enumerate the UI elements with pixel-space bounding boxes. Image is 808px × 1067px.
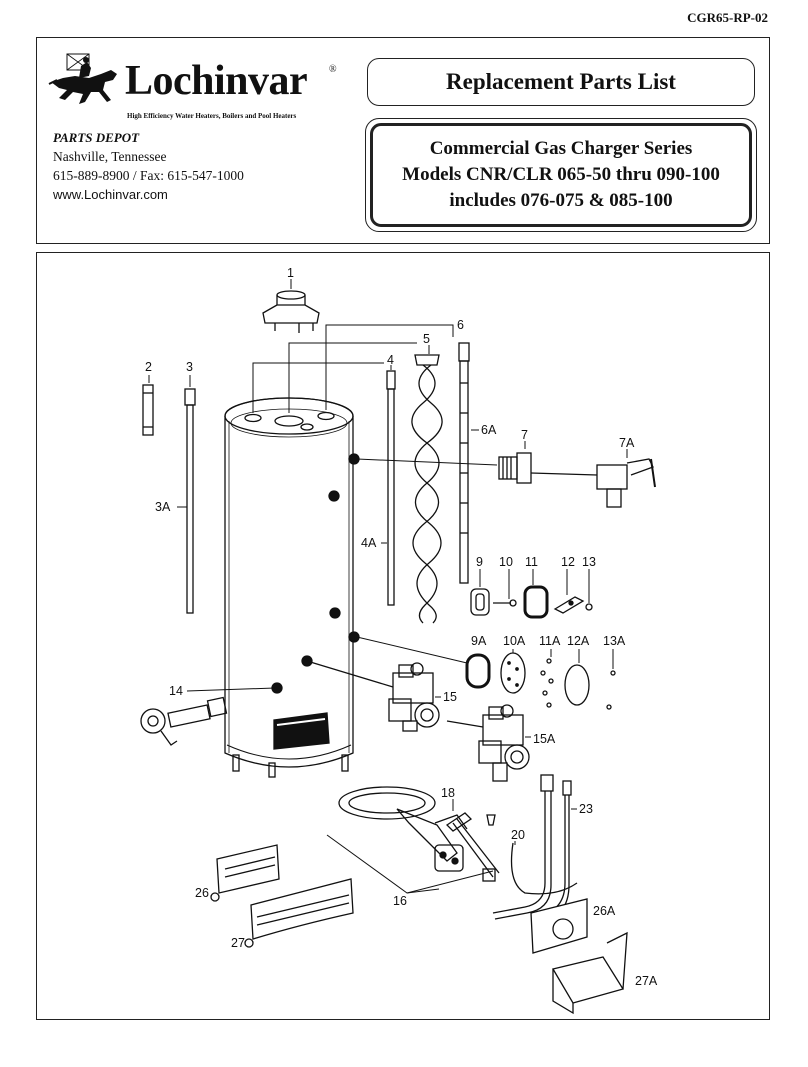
part-27a-panel [551,931,628,1015]
label-10: 10 [499,555,513,569]
label-15a: 15A [533,732,556,746]
part-16-burner-assembly [338,786,500,882]
tank-body [224,397,360,778]
part-9-gasket [470,588,490,616]
part-7a-relief-valve [530,458,656,508]
label-12: 12 [561,555,575,569]
part-14-drain-valve [140,696,228,746]
label-1: 1 [287,266,294,280]
label-9a: 9A [471,634,487,648]
registered-mark: ® [329,64,337,75]
brand-name: Lochinvar [125,58,308,104]
parts-diagram-svg: 1 6 5 4 2 3 3A 4A [140,266,658,1015]
series-line-1: Commercial Gas Charger Series [429,138,693,159]
part-1-flue-baffle [262,290,320,333]
label-23: 23 [579,802,593,816]
part-9a-gasket [465,653,491,689]
series-line-2: Models CNR/CLR 065-50 thru 090-100 [402,164,720,185]
part-13a-screws [606,670,616,710]
label-27a: 27A [635,974,658,988]
part-23-manifold-tubes [492,774,572,924]
label-7a: 7A [619,436,635,450]
series-box: Commercial Gas Charger Series Models CNR… [365,118,757,232]
label-10a: 10A [503,634,526,648]
part-26-shield [210,844,280,902]
label-18: 18 [441,786,455,800]
part-10a-cover [500,652,526,694]
part-12-bracket [553,596,585,614]
label-7: 7 [521,428,528,442]
document-code: CGR65-RP-02 [687,10,768,25]
label-13: 13 [582,555,596,569]
depot-website-link[interactable]: www.Lochinvar.com [53,187,168,202]
label-12a: 12A [567,634,590,648]
exploded-parts-diagram: 1 6 5 4 2 3 3A 4A [36,252,770,1020]
label-2: 2 [145,360,152,374]
label-15: 15 [443,690,457,704]
label-6a: 6A [481,423,497,437]
part-12a-gasket [564,664,590,706]
depot-title: PARTS DEPOT [53,130,140,145]
series-line-3: includes 076-075 & 085-100 [449,190,673,211]
lochinvar-logo: Lochinvar ® High Efficiency Water Heater… [45,50,345,120]
label-26: 26 [195,886,209,900]
part-15-gas-valve [306,660,440,732]
screw-icon [486,814,496,826]
depot-phone: 615-889-8900 / Fax: 615-547-1000 [53,168,244,183]
part-5-twisted-baffle [411,354,443,624]
label-16: 16 [393,894,407,908]
part-26a-access-cover [530,898,588,954]
part-13-screw [585,603,593,611]
label-27: 27 [231,936,245,950]
label-11a: 11A [539,634,561,648]
label-9: 9 [476,555,483,569]
part-11a-screws [540,658,554,708]
part-6-anode-rod [458,342,470,584]
series-box-inner: Commercial Gas Charger Series Models CNR… [370,123,752,227]
label-14: 14 [169,684,183,698]
label-4a: 4A [361,536,377,550]
parts-depot-info: PARTS DEPOT Nashville, Tennessee 615-889… [53,128,244,204]
part-4-anode [386,370,396,606]
depot-city: Nashville, Tennessee [53,149,167,164]
horse-rider-icon [48,53,117,104]
label-26a: 26A [593,904,616,918]
part-10-screw [493,599,517,607]
part-2-nipple [142,384,154,436]
label-20: 20 [511,828,525,842]
label-4: 4 [387,353,394,367]
label-6: 6 [457,318,464,332]
label-5: 5 [423,332,430,346]
label-11: 11 [525,555,538,569]
part-15a-gas-valve [446,704,530,782]
header-box: Lochinvar ® High Efficiency Water Heater… [36,37,770,244]
brand-tagline: High Efficiency Water Heaters, Boilers a… [127,112,297,120]
label-13a: 13A [603,634,626,648]
label-3a: 3A [155,500,171,514]
part-27-shield [244,878,354,948]
part-11-ring-gasket [523,585,549,619]
part-7-fitting [498,452,532,484]
label-3: 3 [186,360,193,374]
part-3-dip-tube [184,388,196,614]
part-18-thermocouple [445,812,473,832]
page-title: Replacement Parts List [367,58,755,106]
